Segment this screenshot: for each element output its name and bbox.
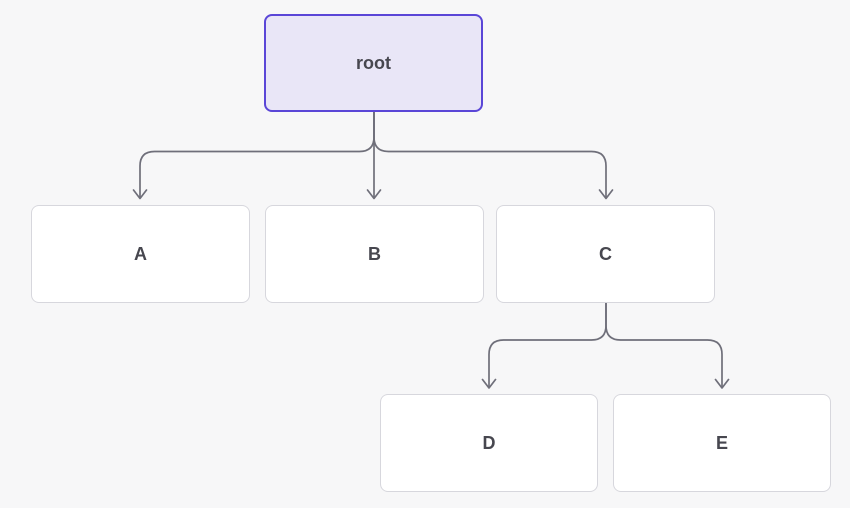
node-c-label: C bbox=[599, 243, 612, 264]
node-b[interactable]: B bbox=[265, 205, 484, 303]
edge-c-d bbox=[481, 302, 607, 389]
edge-root-c bbox=[373, 111, 614, 200]
node-root[interactable]: root bbox=[264, 14, 483, 112]
node-a-label: A bbox=[134, 243, 147, 264]
node-b-label: B bbox=[368, 243, 381, 264]
node-d[interactable]: D bbox=[380, 394, 598, 492]
edge-c-e bbox=[605, 302, 730, 389]
node-c[interactable]: C bbox=[496, 205, 715, 303]
node-e-label: E bbox=[715, 432, 728, 453]
node-a[interactable]: A bbox=[31, 205, 250, 303]
node-d-label: D bbox=[482, 432, 496, 453]
edge-root-a bbox=[132, 111, 375, 200]
edge-root-b bbox=[366, 111, 382, 200]
node-root-label: root bbox=[356, 52, 391, 73]
node-e[interactable]: E bbox=[613, 394, 831, 492]
